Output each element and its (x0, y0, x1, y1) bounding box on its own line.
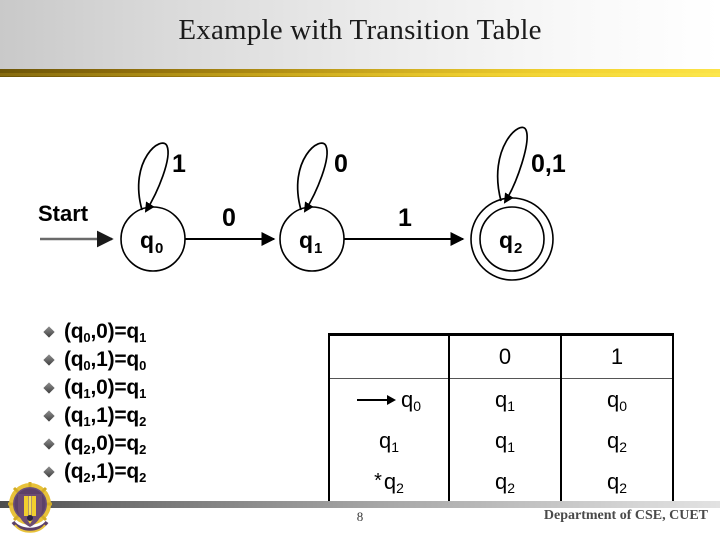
diamond-bullet-icon (40, 438, 58, 450)
table-cell-state: * q2 (328, 461, 450, 505)
footer-department-text: Department of CSE, CUET (543, 508, 708, 523)
transition-function-list: (q0,0)=q1 (q0,1)=q0 (q1,0)=q1 (q1,1)=q2 … (40, 318, 310, 486)
state-q2-subscript: 2 (514, 240, 522, 257)
transition-q1-q2-label: 1 (398, 204, 412, 232)
table-row: * q2 q2 q2 (328, 461, 674, 505)
list-item-label: (q2,1)=q2 (64, 460, 147, 485)
start-state-arrow-icon (356, 394, 397, 406)
gold-divider-highlight (0, 73, 720, 76)
list-item: (q0,0)=q1 (40, 318, 310, 346)
diamond-bullet-icon (40, 410, 58, 422)
self-loop-q1 (296, 142, 328, 213)
table-cell-state: q1 (328, 420, 450, 461)
state-q2-label: q (499, 227, 513, 253)
list-item-label: (q1,1)=q2 (64, 404, 147, 429)
accepting-state-marker: * (374, 470, 382, 492)
state-q1-label: q (299, 227, 313, 253)
page-number: 8 (356, 509, 364, 524)
diamond-bullet-icon (40, 382, 58, 394)
diamond-bullet-icon (40, 326, 58, 338)
state-diagram: Start q 0 1 0 q 1 (0, 100, 720, 310)
footer-divider-bar (0, 501, 720, 508)
diamond-bullet-icon (40, 354, 58, 366)
list-item-label: (q2,0)=q2 (64, 432, 147, 457)
state-node-q1: q 1 (279, 206, 345, 272)
table-cell-on-one: q0 (560, 378, 674, 420)
list-item: (q0,1)=q0 (40, 346, 310, 374)
table-cell-on-zero: q1 (448, 420, 562, 461)
table-cell-on-zero: q2 (448, 461, 562, 505)
table-cell-on-one: q2 (560, 461, 674, 505)
list-item-label: (q1,0)=q1 (64, 376, 147, 401)
list-item: (q1,0)=q1 (40, 374, 310, 402)
table-cell-state: q0 (328, 378, 450, 420)
state-q0-subscript: 0 (155, 240, 163, 257)
state-q0-label: q (140, 227, 154, 253)
table-row: q1 q1 q2 (328, 420, 674, 461)
start-label: Start (38, 201, 89, 226)
table-cell-on-one: q2 (560, 420, 674, 461)
self-loop-q0 (137, 142, 169, 213)
list-item: (q2,1)=q2 (40, 458, 310, 486)
state-q1-subscript: 1 (314, 240, 322, 257)
list-item-label: (q0,0)=q1 (64, 320, 147, 345)
table-row: q0 q1 q0 (328, 378, 674, 420)
transition-table-container: 0 1 q0 q1 q0 q1 (328, 333, 674, 505)
table-header-row: 0 1 (328, 333, 674, 379)
page-title: Example with Transition Table (178, 14, 542, 46)
table-header-one: 1 (560, 333, 674, 379)
self-loop-q2 (496, 126, 528, 204)
list-item: (q1,1)=q2 (40, 402, 310, 430)
table-cell-on-zero: q1 (448, 378, 562, 420)
transition-table: 0 1 q0 q1 q0 q1 (328, 333, 674, 505)
table-header-zero: 0 (448, 333, 562, 379)
transition-q0-q1-label: 0 (222, 204, 236, 232)
state-node-q0: q 0 (120, 206, 186, 272)
list-item-label: (q0,1)=q0 (64, 348, 147, 373)
slide-header-band (0, 0, 720, 69)
state-node-q2: q 2 (470, 197, 554, 281)
table-header-blank (328, 333, 450, 379)
list-item: (q2,0)=q2 (40, 430, 310, 458)
cuet-logo-icon (2, 480, 58, 540)
diamond-bullet-icon (40, 466, 58, 478)
loop-label-q1: 0 (334, 150, 348, 178)
loop-label-q0: 1 (172, 150, 186, 178)
loop-label-q2: 0,1 (531, 150, 566, 178)
